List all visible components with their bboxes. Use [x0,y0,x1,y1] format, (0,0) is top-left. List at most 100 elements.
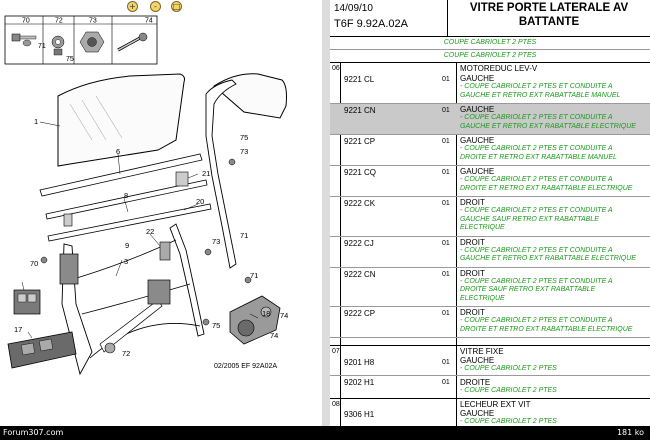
row-separator [330,235,650,237]
callout-9: 9 [125,241,129,250]
site-name: Forum307.com [3,428,64,437]
callout-71: 71 [240,231,248,240]
part-side-label: DROIT [460,237,485,247]
zoom-in-button[interactable]: + [127,1,138,12]
page-title: VITRE PORTE LATERALE AV BATTANTE [448,1,650,29]
callout-21: 21 [202,169,210,178]
parts-header: 14/09/10 T6F 9.92A.02A VITRE PORTE LATER… [330,0,650,37]
section-heading: MOTOREDUC LEV-V [460,64,538,73]
part-note: - COUPE CABRIOLET 2 PTES ET CONDUITE A [460,114,613,121]
part-quantity: 01 [442,169,450,176]
row-separator [330,103,650,104]
part-quantity: 01 [442,138,450,145]
pane-splitter[interactable] [322,0,330,440]
callout-3: 3 [124,257,128,266]
hex-nut-icon [79,31,105,53]
part-note: DROITE ET RETRO EXT RABATTABLE MANUEL [460,153,617,161]
part-quantity: 01 [442,239,450,247]
part-reference[interactable]: 9222 CN [344,269,376,279]
part-reference[interactable]: 9221 CQ [344,168,377,177]
part-reference[interactable]: 9221 CL [344,75,375,84]
diagram-pane: + - □ 70 72 73 74 71 75 [0,0,322,440]
model-banner-2: COUPE CABRIOLET 2 PTES [443,52,537,59]
callout-74: 74 [280,311,288,320]
zoom-out-button[interactable]: - [150,1,161,12]
window-motor [229,295,281,345]
row-7a-label: GAUCHE [460,356,495,365]
callout-73b: 73 [212,237,220,246]
section-index: 06 [332,65,340,72]
part-reference[interactable]: 9221 CN [344,106,376,115]
zoom-toolbar: + - □ [0,0,322,14]
part-reference[interactable]: 9222 CK [344,199,376,208]
part-quantity: 01 [442,200,450,207]
part-side-label: DROIT [460,308,485,317]
section-07-heading: VITRE FIXE [460,347,504,356]
window-switch [13,289,41,315]
row-7b-ref[interactable]: 9201 H8 [344,358,375,367]
callout-72: 72 [122,349,130,358]
table-row[interactable]: 9222 CJ 01 DROIT- COUPE CABRIOLET 2 PTES E… [330,237,650,268]
part-quantity: 01 [442,107,450,114]
status-bar: Forum307.com 181 ko [0,426,650,440]
part-note: - COUPE CABRIOLET 2 PTES ET CONDUITE A [460,246,613,254]
fastener-legend: 70 72 73 74 71 75 [4,15,158,65]
row-separator [330,196,650,197]
legend-ref-70: 70 [22,18,30,25]
row-8-ref[interactable]: 9306 H1 [344,410,375,419]
door-glass [57,73,185,167]
title-line-1: VITRE PORTE LATERALE AV [469,2,629,14]
exploded-parts-diagram: 70 72 73 74 71 75 [4,15,288,376]
part-note: ELECTRIQUE [460,224,505,231]
part-note: GAUCHE ET RETRO EXT RABATTABLE MANUEL [460,91,621,99]
bracket-22 [159,241,171,261]
screw-icon [117,32,148,52]
catalog-ref: T6F 9.92A.02A [334,18,408,30]
row-7c-note: - COUPE CABRIOLET 2 PTES [460,387,557,394]
part-quantity: 01 [442,310,450,317]
row-8-note: - COUPE CABRIOLET 2 PTES [460,418,557,425]
legend-ref-73: 73 [89,18,97,25]
file-size: 181 ko [616,428,644,437]
row-separator [330,165,650,166]
fit-view-button[interactable]: □ [171,1,182,12]
callout-71b: 71 [250,271,258,280]
part-note: - COUPE CABRIOLET 2 PTES ET CONDUITE A [460,317,613,324]
part-side-label: GAUCHE [460,136,495,145]
part-note: DROITE SAUF RETRO EXT RABATTABLE [460,286,596,293]
row-7c-ref[interactable]: 9202 H1 [344,378,375,387]
inner-weatherstrip [45,179,208,220]
part-quantity: 01 [442,270,450,278]
part-reference[interactable]: 9222 CP [344,309,376,318]
part-quantity: 01 [442,76,450,83]
part-note: DROITE ET RETRO EXT RABATTABLE ELECTRIQU… [460,325,633,333]
part-note: - COUPE CABRIOLET 2 PTES ET CONDUITE A [460,145,613,152]
row-separator [330,306,650,307]
callout-6: 6 [116,147,120,156]
callout-17: 17 [14,325,22,334]
regulator-block [59,253,79,285]
part-reference[interactable]: 9221 CP [344,137,376,146]
callout-74b: 74 [270,331,278,340]
regulator-rail-rear [169,223,205,337]
section-08-index: 08 [332,401,340,408]
section-07-index: 07 [332,348,340,355]
glass-clip [175,171,189,187]
table-row[interactable]: 9222 CP 01 DROIT- COUPE CABRIOLET 2 PTES E… [330,307,650,338]
part-side-label: GAUCHE [460,74,495,83]
table-row[interactable]: 9221 CP 01 GAUCHE- COUPE CABRIOLET 2 PTES … [330,135,650,166]
row-7b-qty: 01 [442,359,450,366]
callout-73: 73 [240,147,248,156]
part-reference[interactable]: 9222 CJ [344,238,374,248]
parts-table: COUPE CABRIOLET 2 PTES COUPE CABRIOLET 2… [330,37,650,426]
glass-clip-small [63,213,73,227]
callout-1: 1 [34,117,38,126]
part-note: GAUCHE SAUF RETRO EXT RABATTABLE [460,215,599,223]
part-note: DROITE ET RETRO EXT RABATTABLE ELECTRIQU… [460,184,633,192]
diagram-footer: 02/2005 EF 92A02A [214,363,277,370]
